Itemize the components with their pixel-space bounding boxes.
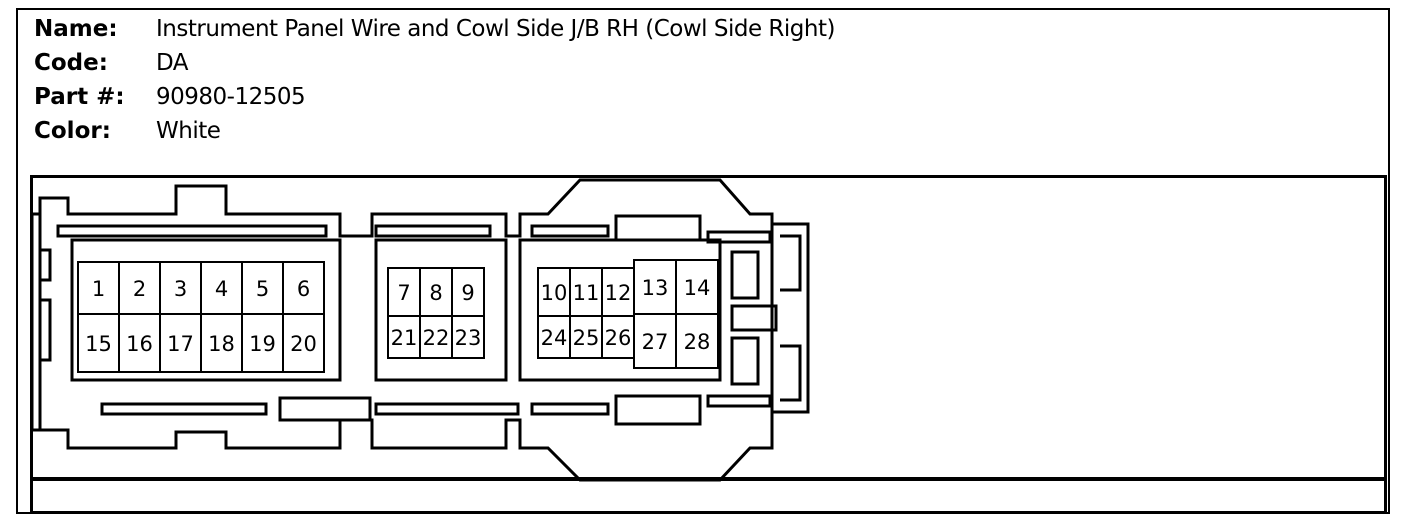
pin-number: 20 — [290, 332, 317, 356]
pin-number: 22 — [423, 326, 450, 350]
pin-13: 13 — [633, 259, 677, 315]
pin-17: 17 — [159, 313, 202, 373]
pin-cavity — [601, 267, 635, 317]
pin-23: 23 — [451, 315, 485, 359]
pin-9: 9 — [451, 267, 485, 317]
pin-18: 18 — [200, 313, 243, 373]
pin-number: 28 — [684, 330, 711, 354]
pin-cavity — [537, 267, 571, 317]
part-label: Part #: — [34, 84, 125, 110]
part-row: Part #: 90980-12505 — [34, 80, 835, 114]
pin-cavity — [159, 313, 202, 373]
pin-8: 8 — [419, 267, 453, 317]
pin-cavity — [675, 313, 719, 369]
pin-cavity — [419, 267, 453, 317]
pin-28: 28 — [675, 313, 719, 369]
pin-24: 24 — [537, 315, 571, 359]
part-value: 90980-12505 — [156, 84, 306, 110]
pin-cavity — [633, 259, 677, 315]
pin-number: 4 — [215, 277, 228, 301]
pin-number: 13 — [642, 276, 669, 300]
pin-cavity — [419, 315, 453, 359]
pin-15: 15 — [77, 313, 120, 373]
pin-cavity — [387, 315, 421, 359]
pin-4: 4 — [200, 261, 243, 315]
pin-21: 21 — [387, 315, 421, 359]
pin-cavity — [451, 267, 485, 317]
pin-number: 7 — [397, 281, 410, 305]
pin-cavity — [569, 267, 603, 317]
pin-6: 6 — [282, 261, 325, 315]
pin-number: 1 — [92, 277, 105, 301]
name-value: Instrument Panel Wire and Cowl Side J/B … — [156, 16, 835, 42]
pin-20: 20 — [282, 313, 325, 373]
color-label: Color: — [34, 118, 111, 144]
code-label: Code: — [34, 50, 108, 76]
pin-cavity — [282, 313, 325, 373]
pin-7: 7 — [387, 267, 421, 317]
pin-cavity — [569, 315, 603, 359]
pin-number: 12 — [605, 281, 632, 305]
pin-number: 11 — [573, 281, 600, 305]
pin-number: 26 — [605, 326, 632, 350]
pin-number: 21 — [391, 326, 418, 350]
pin-cavity — [200, 261, 243, 315]
pin-11: 11 — [569, 267, 603, 317]
code-row: Code: DA — [34, 46, 835, 80]
pin-10: 10 — [537, 267, 571, 317]
pin-cavity — [451, 315, 485, 359]
name-row: Name: Instrument Panel Wire and Cowl Sid… — [34, 12, 835, 46]
pin-26: 26 — [601, 315, 635, 359]
pin-cavity — [675, 259, 719, 315]
pin-5: 5 — [241, 261, 284, 315]
pin-2: 2 — [118, 261, 161, 315]
pin-number: 16 — [126, 332, 153, 356]
pin-number: 8 — [429, 281, 442, 305]
pin-22: 22 — [419, 315, 453, 359]
color-row: Color: White — [34, 114, 835, 148]
pin-number: 3 — [174, 277, 187, 301]
pin-12: 12 — [601, 267, 635, 317]
pin-25: 25 — [569, 315, 603, 359]
color-value: White — [156, 118, 221, 144]
pin-number: 25 — [573, 326, 600, 350]
pin-number: 19 — [249, 332, 276, 356]
pin-14: 14 — [675, 259, 719, 315]
pin-number: 18 — [208, 332, 235, 356]
pin-number: 5 — [256, 277, 269, 301]
pin-number: 15 — [85, 332, 112, 356]
code-value: DA — [156, 50, 189, 76]
pin-cavity — [159, 261, 202, 315]
pin-number: 24 — [541, 326, 568, 350]
pin-19: 19 — [241, 313, 284, 373]
pin-number: 6 — [297, 277, 310, 301]
pin-16: 16 — [118, 313, 161, 373]
pin-number: 2 — [133, 277, 146, 301]
connector-pins: 1152163174185196207218229231024112512261… — [77, 259, 719, 373]
pin-3: 3 — [159, 261, 202, 315]
pin-number: 9 — [461, 281, 474, 305]
pin-27: 27 — [633, 313, 677, 369]
pin-number: 14 — [684, 276, 711, 300]
pin-1: 1 — [77, 261, 120, 315]
pin-number: 10 — [541, 281, 568, 305]
name-label: Name: — [34, 16, 118, 42]
pin-number: 23 — [455, 326, 482, 350]
connector-housing — [30, 178, 810, 482]
pin-cavity — [77, 313, 120, 373]
connector-info: Name: Instrument Panel Wire and Cowl Sid… — [34, 12, 835, 148]
pin-number: 27 — [642, 330, 669, 354]
pin-number: 17 — [167, 332, 194, 356]
